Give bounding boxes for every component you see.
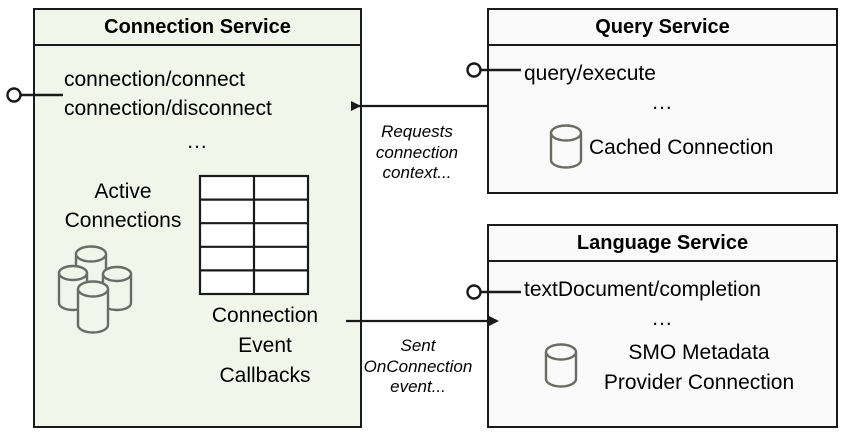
connection-service-title: Connection Service	[35, 10, 360, 46]
connection-service-ellipsis: ...	[187, 130, 208, 153]
active-connections-label-line2: Connections	[64, 209, 182, 232]
connection-service-endpoint-0[interactable]: connection/connect	[64, 68, 245, 91]
connection-event-callbacks-line2: Event	[238, 334, 292, 357]
edge-label-line3: event...	[390, 377, 446, 397]
edge-label-line2: OnConnection	[363, 356, 473, 376]
language-service-title: Language Service	[489, 226, 836, 262]
connection-event-callbacks-line1: Connection	[211, 304, 319, 327]
active-connections-label-line1: Active	[94, 180, 152, 203]
edge-label-line1: Requests	[381, 122, 453, 141]
edge-label-line2: connection	[375, 142, 459, 162]
language-service-ellipsis: ...	[652, 307, 673, 330]
connection-event-callbacks-line3: Callbacks	[219, 364, 311, 387]
query-service-endpoint-0[interactable]: query/execute	[524, 62, 656, 85]
smo-metadata-label-line2: Provider Connection	[603, 371, 795, 394]
node-connection-service[interactable]: Connection Service connection/connect co…	[33, 8, 362, 428]
smo-metadata-label-line1: SMO Metadata	[628, 341, 770, 364]
language-service-endpoint-0[interactable]: textDocument/completion	[524, 278, 761, 301]
cached-connection-label: Cached Connection	[589, 136, 774, 159]
connection-service-body: connection/connect connection/disconnect…	[35, 10, 360, 426]
node-query-service[interactable]: Query Service query/execute ... Cached C…	[487, 8, 838, 194]
node-language-service[interactable]: Language Service textDocument/completion…	[487, 224, 838, 428]
edge-label-line3: context...	[382, 163, 452, 183]
query-service-title: Query Service	[489, 10, 836, 46]
edge-label-query-to-connection: Requests connection context...	[352, 122, 482, 184]
edge-label-connection-to-language: Sent OnConnection event...	[352, 336, 484, 398]
query-service-ellipsis: ...	[652, 91, 673, 114]
language-service-body: textDocument/completion ... SMO Metadata…	[489, 226, 836, 426]
query-service-body: query/execute ... Cached Connection	[489, 10, 836, 192]
edge-label-line1: Sent	[400, 336, 436, 355]
connection-service-endpoint-1[interactable]: connection/disconnect	[64, 97, 272, 120]
